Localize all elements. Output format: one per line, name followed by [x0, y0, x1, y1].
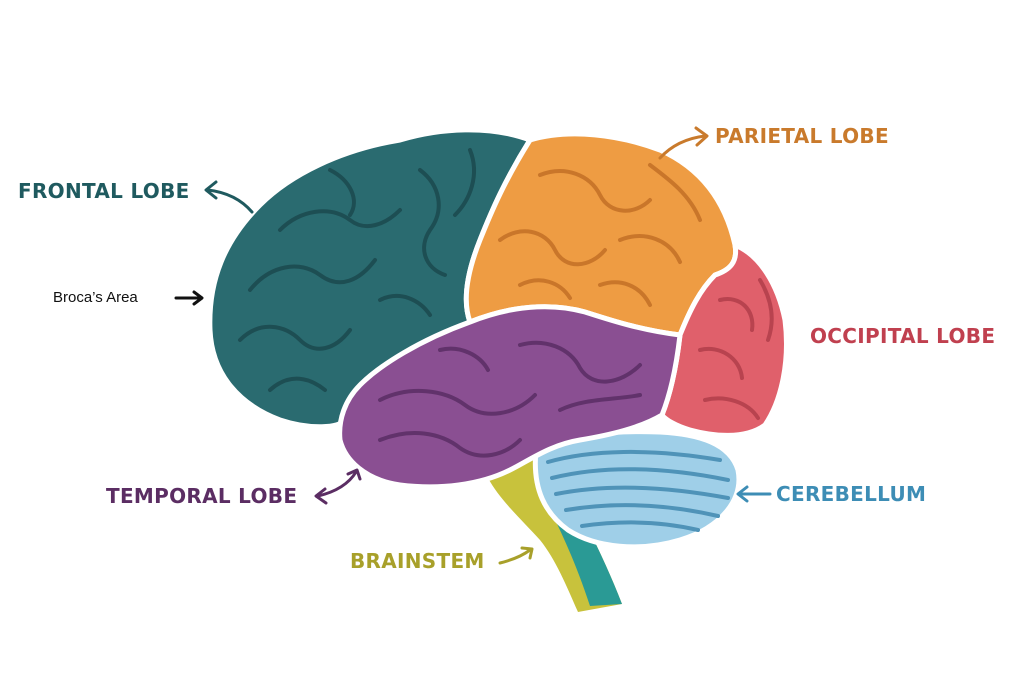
- parietal-lobe-label: PARIETAL LOBE: [715, 124, 889, 148]
- frontal-lobe-arrow: [206, 188, 254, 214]
- occipital-lobe-shape: [659, 242, 789, 438]
- brainstem-arrow: [498, 548, 532, 565]
- cerebellum-region: [532, 429, 742, 550]
- temporal-lobe-arrowhead-b: [314, 487, 328, 505]
- temporal-lobe-region: [337, 304, 683, 490]
- cerebellum-arrowhead: [736, 485, 749, 503]
- cerebellum-folia: [546, 449, 730, 532]
- frontal-lobe-region: [207, 127, 533, 430]
- temporal-lobe-label: TEMPORAL LOBE: [106, 484, 298, 508]
- occipital-lobe-folds: [698, 278, 774, 420]
- frontal-lobe-arrowhead: [204, 180, 218, 200]
- broca-area-label: Broca’s Area: [53, 289, 138, 306]
- temporal-lobe-arrowhead-a: [346, 468, 362, 481]
- parietal-lobe-arrow: [658, 134, 707, 160]
- frontal-lobe-label: FRONTAL LOBE: [18, 179, 190, 203]
- brainstem-arrowhead: [520, 546, 534, 560]
- frontal-lobe-folds: [238, 148, 476, 392]
- brainstem-label: BRAINSTEM: [350, 549, 485, 573]
- temporal-lobe-folds: [378, 340, 642, 458]
- occipital-lobe-label: OCCIPITAL LOBE: [810, 324, 996, 348]
- cerebellum-label: CEREBELLUM: [776, 482, 927, 506]
- label-arrows: [174, 126, 772, 565]
- occipital-lobe-region: [659, 242, 789, 438]
- parietal-lobe-arrowhead: [694, 126, 709, 147]
- temporal-lobe-arrow: [316, 470, 358, 498]
- broca-arrowhead: [192, 290, 204, 306]
- temporal-lobe-shape: [337, 304, 683, 490]
- parietal-lobe-region: [463, 131, 739, 338]
- parietal-lobe-folds: [498, 163, 702, 307]
